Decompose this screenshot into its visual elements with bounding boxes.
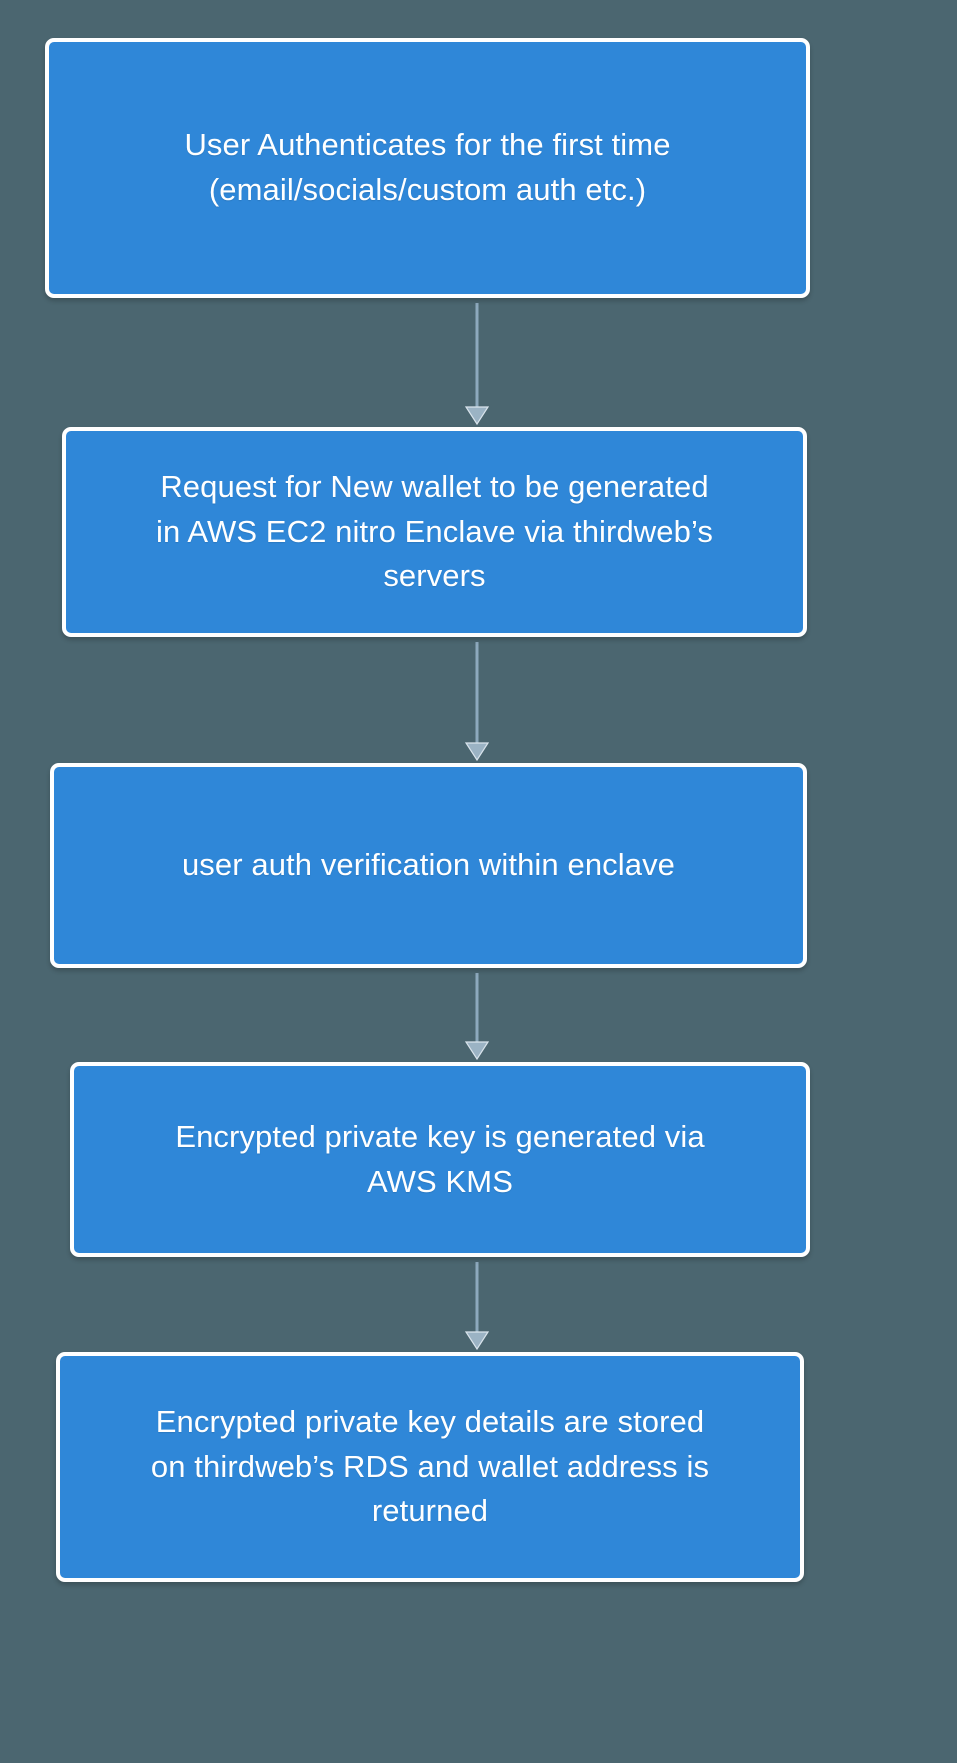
flow-node-label: user auth verification within enclave [181, 847, 676, 883]
flow-node-request-new-wallet[interactable]: Request for New wallet to be generated i… [62, 427, 807, 637]
flow-node-label: User Authenticates for the first time (e… [184, 127, 671, 207]
edge-node1-to-node2 [464, 303, 490, 426]
edge-node4-to-node5 [464, 1262, 490, 1351]
flow-node-label: Encrypted private key is generated via A… [175, 1118, 705, 1199]
edge-node3-to-node4 [464, 973, 490, 1061]
flow-node-label: Request for New wallet to be generated i… [156, 468, 713, 594]
edge-node2-to-node3 [464, 642, 490, 762]
flow-node-label: Encrypted private key details are stored… [150, 1403, 710, 1529]
flow-node-user-auth-verification[interactable]: user auth verification within enclave [50, 763, 807, 968]
flow-node-key-details-stored[interactable]: Encrypted private key details are stored… [56, 1352, 804, 1582]
flow-node-user-authenticates[interactable]: User Authenticates for the first time (e… [45, 38, 810, 298]
flow-node-encrypted-key-generated[interactable]: Encrypted private key is generated via A… [70, 1062, 810, 1257]
